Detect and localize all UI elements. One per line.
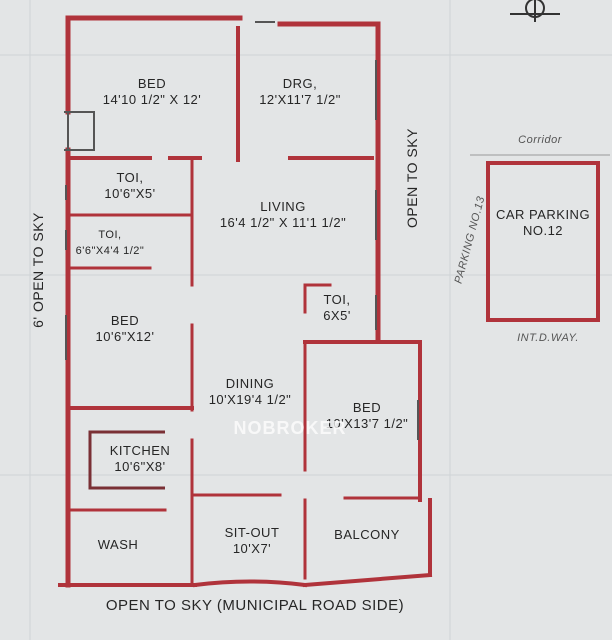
room-bed-1: BED 14'10 1/2" X 12' xyxy=(103,76,202,108)
room-bed-2: BED 10'6"X12' xyxy=(96,313,155,345)
room-wash-name: WASH xyxy=(97,537,139,552)
car-parking-number: NO.12 xyxy=(522,223,564,238)
room-toilet-2-size: 6'6"X4'4 1/2" xyxy=(75,245,145,257)
room-toilet-1-size: 10'6"X5' xyxy=(104,186,156,201)
room-dining: DINING 10'X19'4 1/2" xyxy=(209,376,292,408)
outer-walls xyxy=(58,15,433,588)
right-open-to-sky-label: OPEN TO SKY xyxy=(404,128,420,228)
room-bed-1-name: BED xyxy=(137,76,167,91)
car-parking-title: CAR PARKING xyxy=(495,207,591,222)
room-bed-3-size: 10'X13'7 1/2" xyxy=(325,416,409,431)
car-parking-label: CAR PARKING NO.12 xyxy=(496,207,590,239)
corridor-label: Corridor xyxy=(518,134,562,146)
room-bed-3: BED 10'X13'7 1/2" xyxy=(326,400,409,432)
room-kitchen-size: 10'6"X8' xyxy=(114,459,166,474)
windows xyxy=(64,21,419,440)
room-toilet-3: TOI, 6X5' xyxy=(323,292,351,324)
room-toilet-3-name: TOI, xyxy=(323,292,351,307)
watermark-logo: NOBROKER xyxy=(233,418,347,438)
room-sitout-name: SIT-OUT xyxy=(224,525,280,540)
interior-walls xyxy=(66,26,422,587)
room-living-size: 16'4 1/2" X 11'1 1/2" xyxy=(219,215,347,230)
bottom-road-label: OPEN TO SKY (MUNICIPAL ROAD SIDE) xyxy=(105,597,405,614)
compass-icon xyxy=(510,0,560,22)
left-open-to-sky-label: 6' OPEN TO SKY xyxy=(30,212,46,328)
int-d-way-label: INT.D.WAY. xyxy=(517,332,579,344)
room-dining-name: DINING xyxy=(225,376,275,391)
room-living-name: LIVING xyxy=(260,199,306,214)
room-bed-3-name: BED xyxy=(352,400,382,415)
room-toilet-1: TOI, 10'6"X5' xyxy=(104,170,155,202)
room-drawing-size: 12'X11'7 1/2" xyxy=(259,92,341,107)
room-bed-1-size: 14'10 1/2" X 12' xyxy=(102,92,202,107)
room-drawing-name: DRG, xyxy=(282,76,318,91)
room-bed-2-size: 10'6"X12' xyxy=(95,329,155,344)
room-drawing: DRG, 12'X11'7 1/2" xyxy=(259,76,341,108)
car-parking-box xyxy=(486,161,600,322)
watermark-text: NOBROKER xyxy=(233,418,347,438)
window-frame xyxy=(67,111,95,151)
room-balcony-name: BALCONY xyxy=(334,527,400,542)
room-kitchen: KITCHEN 10'6"X8' xyxy=(110,443,171,475)
room-kitchen-name: KITCHEN xyxy=(109,443,171,458)
room-toilet-2: TOI, 6'6"X4'4 1/2" xyxy=(76,227,145,259)
room-toilet-2-name: TOI, xyxy=(98,229,122,241)
room-dining-size: 10'X19'4 1/2" xyxy=(208,392,292,407)
room-sitout: SIT-OUT 10'X7' xyxy=(225,525,280,557)
room-toilet-3-size: 6X5' xyxy=(323,308,351,323)
room-toilet-1-name: TOI, xyxy=(116,170,144,185)
kitchen-counter xyxy=(88,430,165,490)
room-living: LIVING 16'4 1/2" X 11'1 1/2" xyxy=(220,199,346,231)
room-sitout-size: 10'X7' xyxy=(232,541,272,556)
room-wash: WASH xyxy=(98,537,139,553)
room-balcony: BALCONY xyxy=(334,527,400,543)
room-bed-2-name: BED xyxy=(110,313,140,328)
